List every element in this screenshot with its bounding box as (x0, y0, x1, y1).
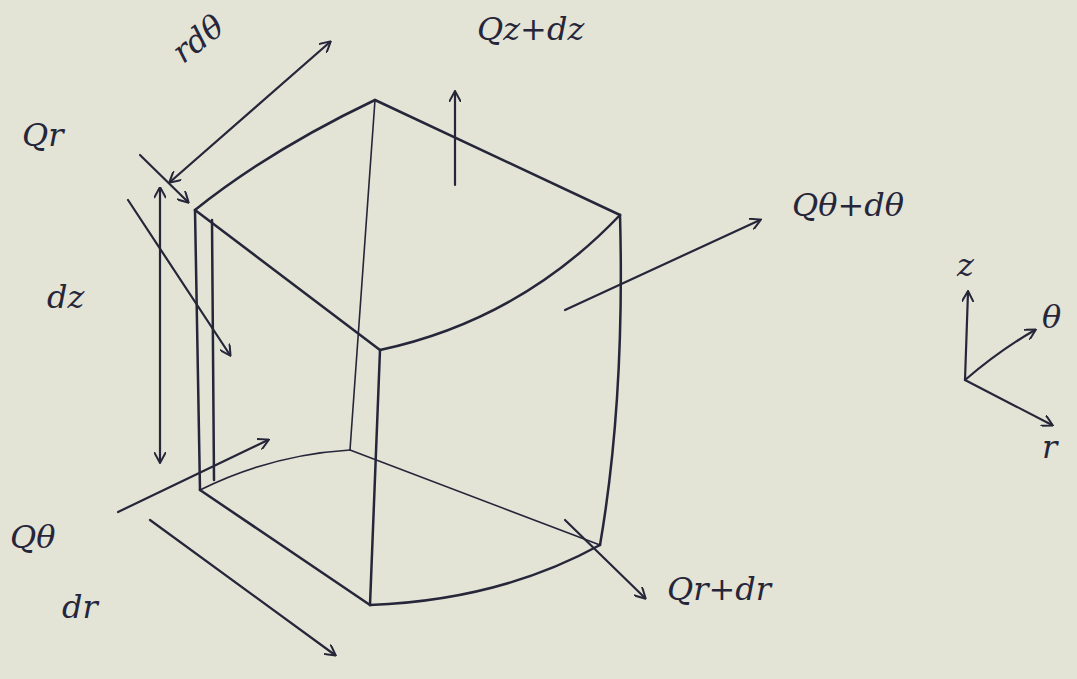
wedge-element (195, 100, 621, 605)
flux-label: Qr+dr (665, 572, 773, 607)
flux-label: Qθ+dθ (790, 188, 906, 223)
flux-label: Qθ (8, 520, 58, 555)
flux-label: Qz+dz (475, 12, 586, 47)
flux-arrows (118, 42, 1052, 655)
dimension-label: dz (45, 280, 86, 315)
dimension-label: dr (60, 590, 100, 625)
axis-label: θ (1040, 300, 1063, 335)
axis-label: z (955, 248, 976, 283)
axis-label: r (1040, 430, 1059, 465)
dimension-label: rdθ (164, 7, 232, 71)
flux-label: Qr (20, 118, 66, 153)
